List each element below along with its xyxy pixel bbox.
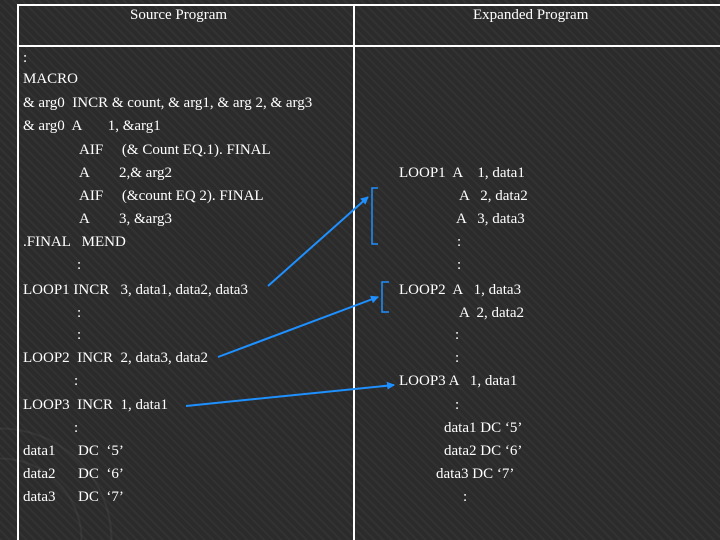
expanded-line: A 2, data2 (459, 305, 524, 321)
expanded-line: A 2, data2 (459, 188, 528, 204)
table-left-border (17, 4, 19, 540)
expanded-line: data3 DC ‘7’ (436, 466, 515, 482)
expanded-line: LOOP1 A 1, data1 (399, 165, 525, 181)
expanded-line: : (457, 234, 462, 250)
source-line: data2 DC ‘6’ (23, 466, 124, 482)
source-line: LOOP2 INCR 2, data3, data2 (23, 350, 208, 366)
source-line: .FINAL MEND (23, 234, 126, 250)
expanded-line: data2 DC ‘6’ (444, 443, 523, 459)
source-line: & arg0 INCR & count, & arg1, & arg 2, & … (23, 95, 313, 111)
table-header-divider (17, 45, 720, 47)
source-line: : (74, 420, 79, 436)
source-line: data3 DC ‘7’ (23, 489, 124, 505)
expanded-line: : (455, 397, 460, 413)
table-top-border (17, 4, 720, 6)
source-line: : (77, 257, 82, 273)
source-line: LOOP3 INCR 1, data1 (23, 397, 168, 413)
source-line: : (77, 327, 82, 343)
source-line: MACRO (23, 71, 79, 87)
source-line: : (74, 373, 79, 389)
expanded-line: LOOP3 A 1, data1 (399, 373, 518, 389)
loop2-arrow (217, 295, 379, 358)
source-line: : (23, 50, 28, 66)
source-line: & arg0 A 1, &arg1 (23, 118, 161, 134)
source-line: AIF (& Count EQ.1). FINAL (79, 142, 271, 158)
loop3-arrow (185, 381, 395, 407)
source-line: LOOP1 INCR 3, data1, data2, data3 (23, 282, 248, 298)
expanded-line: : (457, 257, 462, 273)
expanded-line: : (463, 489, 468, 505)
expanded-line: data1 DC ‘5’ (444, 420, 523, 436)
source-line: A 2,& arg2 (79, 165, 173, 181)
expanded-line: A 3, data3 (456, 211, 525, 227)
source-program-header: Source Program (130, 7, 228, 23)
loop1-bracket (371, 187, 378, 245)
source-line: data1 DC ‘5’ (23, 443, 124, 459)
expanded-line: LOOP2 A 1, data3 (399, 282, 522, 298)
expanded-line: : (455, 327, 460, 343)
loop1-arrow (267, 196, 369, 287)
source-line: A 3, &arg3 (79, 211, 173, 227)
table-column-divider (353, 4, 355, 540)
expanded-line: : (455, 350, 460, 366)
source-line: : (77, 305, 82, 321)
expanded-program-header: Expanded Program (473, 7, 589, 23)
loop2-bracket (381, 281, 389, 313)
source-line: AIF (&count EQ 2). FINAL (79, 188, 264, 204)
